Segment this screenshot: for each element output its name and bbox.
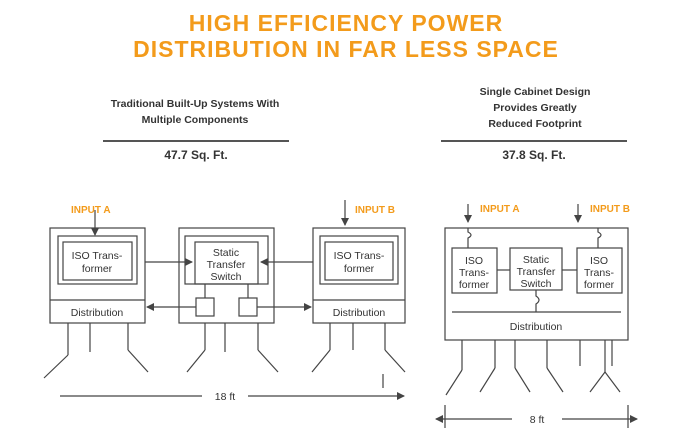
title-line-2: DISTRIBUTION IN FAR LESS SPACE — [133, 36, 559, 62]
left-static-switch-cabinet — [178, 227, 275, 324]
right-dimension-label: 8 ft — [530, 414, 545, 426]
right-iso-a-line-1: ISO — [465, 255, 483, 267]
left-header-line-2: Multiple Components — [141, 114, 249, 126]
right-switch-line-1: Static — [523, 254, 549, 266]
left-iso-a-line-2: former — [82, 263, 113, 275]
right-iso-b-line-3: former — [584, 279, 615, 291]
left-switch-line-2: Transfer — [207, 259, 246, 271]
left-iso-b-line-1: ISO Trans- — [334, 250, 385, 262]
left-area: 47.7 Sq. Ft. — [164, 148, 228, 162]
left-switch-breaker-1 — [195, 297, 215, 317]
right-input-b-label: INPUT B — [590, 204, 630, 215]
right-cabinet — [444, 227, 629, 341]
left-iso-transformer-a — [62, 241, 133, 281]
left-distribution-b-label: Distribution — [333, 307, 386, 319]
left-input-a-label: INPUT A — [71, 205, 111, 216]
left-iso-transformer-b — [324, 241, 394, 281]
right-iso-a-line-3: former — [459, 279, 490, 291]
title-line-1: HIGH EFFICIENCY POWER — [188, 10, 504, 36]
right-input-a-label: INPUT A — [480, 204, 520, 215]
left-header-line-1: Traditional Built-Up Systems With — [110, 98, 280, 110]
right-rule — [441, 140, 627, 142]
left-cabinet-b — [312, 227, 406, 324]
right-iso-b-line-2: Trans- — [584, 267, 614, 279]
left-output-feeders — [43, 323, 406, 388]
left-rule — [103, 140, 289, 142]
left-distribution-a-label: Distribution — [71, 307, 124, 319]
left-switch-breaker-2 — [238, 297, 258, 317]
right-switch-line-3: Switch — [521, 278, 552, 290]
left-switch-line-3: Switch — [211, 271, 242, 283]
left-iso-a-line-1: ISO Trans- — [72, 250, 123, 262]
right-iso-a-line-2: Trans- — [459, 267, 489, 279]
left-iso-b-line-2: former — [344, 263, 375, 275]
right-switch-line-2: Transfer — [517, 266, 556, 278]
right-header-line-3: Reduced Footprint — [488, 118, 582, 130]
right-header-line-1: Single Cabinet Design — [479, 86, 591, 98]
left-input-b-label: INPUT B — [355, 205, 395, 216]
left-header: Traditional Built-Up Systems With Multip… — [60, 96, 330, 128]
right-area: 37.8 Sq. Ft. — [502, 148, 566, 162]
right-header: Single Cabinet Design Provides Greatly R… — [430, 84, 640, 132]
right-header-line-2: Provides Greatly — [493, 102, 577, 114]
right-iso-b-line-1: ISO — [590, 255, 608, 267]
right-output-feeders — [445, 340, 621, 396]
left-dimension-label: 18 ft — [215, 391, 236, 403]
left-static-switch — [194, 241, 259, 285]
left-switch-line-1: Static — [213, 247, 239, 259]
right-distribution-label: Distribution — [510, 321, 563, 333]
